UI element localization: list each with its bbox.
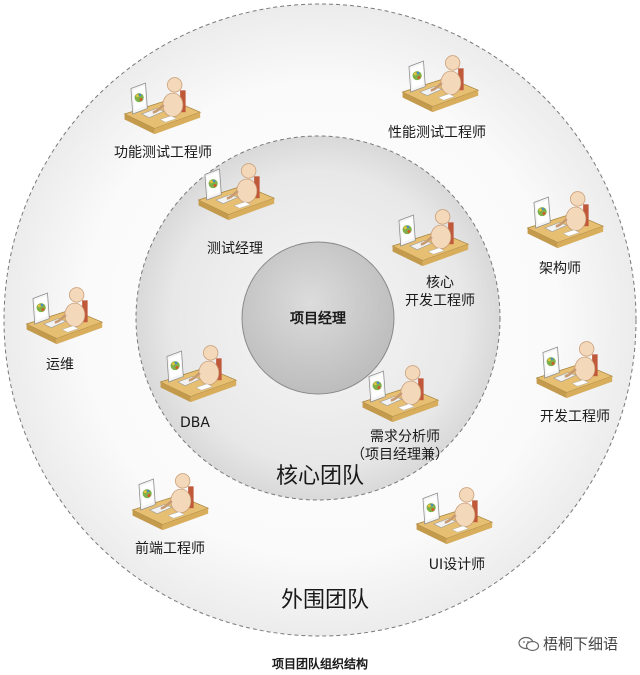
watermark-text: 梧桐下细语 bbox=[543, 635, 619, 653]
test-manager-label: 测试经理 bbox=[207, 241, 263, 257]
wechat-icon bbox=[518, 636, 540, 652]
architect-label: 架构师 bbox=[539, 261, 581, 277]
functional-tester-label: 功能测试工程师 bbox=[114, 145, 212, 161]
ops-label: 运维 bbox=[46, 357, 74, 373]
developer-label: 开发工程师 bbox=[540, 409, 610, 425]
core-developer-label-line1: 核心 bbox=[426, 275, 454, 291]
core-developer-label-line2: 开发工程师 bbox=[405, 293, 475, 309]
req-analyst-label-line1: 需求分析师 bbox=[370, 429, 440, 445]
outer-team-label: 外围团队 bbox=[280, 588, 369, 613]
project-manager-label: 项目经理 bbox=[290, 311, 346, 327]
diagram-caption: 项目团队组织结构 bbox=[271, 657, 368, 671]
performance-tester-label: 性能测试工程师 bbox=[388, 125, 486, 141]
ui-designer-label: UI设计师 bbox=[428, 557, 486, 573]
project-manager-circle bbox=[241, 241, 395, 395]
dba-label: DBA bbox=[180, 415, 210, 431]
frontend-label: 前端工程师 bbox=[135, 541, 205, 557]
watermark: 梧桐下细语 bbox=[518, 633, 618, 654]
req-analyst-label-line2: （项目经理兼） bbox=[351, 447, 449, 463]
core-team-label: 核心团队 bbox=[275, 464, 364, 489]
